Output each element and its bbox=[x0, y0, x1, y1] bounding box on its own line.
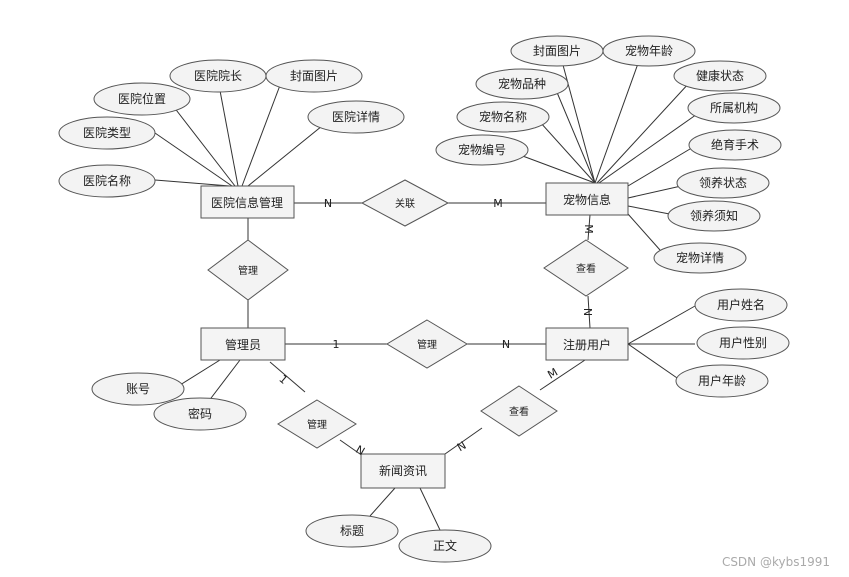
rel-user-news-label: 查看 bbox=[509, 405, 529, 418]
attr-user-gender: 用户性别 bbox=[696, 326, 790, 360]
svg-text:宠物品种: 宠物品种 bbox=[498, 76, 546, 91]
svg-text:宠物详情: 宠物详情 bbox=[676, 250, 724, 265]
svg-text:用户性别: 用户性别 bbox=[719, 335, 767, 350]
entity-user: 注册用户 bbox=[545, 327, 629, 361]
entity-admin-label: 管理员 bbox=[225, 337, 261, 352]
entity-news-label: 新闻资讯 bbox=[379, 463, 427, 478]
attr-pet-org: 所属机构 bbox=[687, 92, 781, 124]
attr-pet-name: 宠物名称 bbox=[456, 101, 550, 133]
rel-user-pet: 查看 bbox=[543, 239, 629, 297]
svg-text:封面图片: 封面图片 bbox=[290, 69, 338, 83]
svg-text:账号: 账号 bbox=[126, 382, 150, 396]
attr-news-body: 正文 bbox=[398, 529, 492, 563]
entity-hospital: 医院信息管理 bbox=[200, 185, 295, 219]
svg-text:医院详情: 医院详情 bbox=[332, 109, 380, 124]
attr-pet-adopt-notice: 领养须知 bbox=[667, 200, 761, 232]
svg-text:用户年龄: 用户年龄 bbox=[698, 373, 746, 388]
attr-pet-id: 宠物编号 bbox=[435, 134, 529, 166]
rel-admin-news: 管理 bbox=[277, 399, 357, 449]
card-admin-user-left: 1 bbox=[333, 338, 340, 351]
attr-pet-breed: 宠物品种 bbox=[475, 68, 569, 100]
attr-pet-neutered: 绝育手术 bbox=[688, 129, 782, 161]
rel-user-news: 查看 bbox=[480, 385, 558, 437]
attr-user-age: 用户年龄 bbox=[675, 364, 769, 398]
card-admin-news-top: 1 bbox=[276, 372, 290, 386]
attr-admin-password: 密码 bbox=[153, 397, 247, 431]
rel-admin-news-label: 管理 bbox=[307, 418, 327, 431]
svg-text:正文: 正文 bbox=[433, 538, 457, 553]
card-user-pet-top: M bbox=[582, 224, 595, 234]
svg-text:用户姓名: 用户姓名 bbox=[717, 297, 765, 312]
attr-news-title: 标题 bbox=[305, 514, 399, 548]
svg-text:医院类型: 医院类型 bbox=[83, 126, 131, 140]
attr-hospital-type: 医院类型 bbox=[58, 116, 156, 150]
entity-pet-label: 宠物信息 bbox=[563, 192, 611, 207]
rel-hospital-pet: 关联 bbox=[360, 179, 450, 227]
watermark-text: CSDN @kybs1991 bbox=[722, 555, 830, 569]
attr-pet-adopt-status: 领养状态 bbox=[676, 167, 770, 199]
entity-user-label: 注册用户 bbox=[563, 337, 611, 352]
svg-text:领养状态: 领养状态 bbox=[699, 175, 747, 190]
card-user-news-bottom: N bbox=[455, 439, 469, 454]
entity-news: 新闻资讯 bbox=[360, 453, 446, 489]
svg-text:所属机构: 所属机构 bbox=[710, 100, 758, 115]
svg-text:宠物年龄: 宠物年龄 bbox=[625, 43, 673, 58]
attr-hospital-cover: 封面图片 bbox=[265, 59, 363, 93]
attr-user-name: 用户姓名 bbox=[694, 288, 788, 322]
svg-text:医院院长: 医院院长 bbox=[194, 69, 242, 83]
svg-text:封面图片: 封面图片 bbox=[533, 44, 581, 58]
attr-pet-age: 宠物年龄 bbox=[602, 35, 696, 67]
connector-lines bbox=[154, 53, 701, 531]
card-user-pet-bottom: N bbox=[581, 308, 594, 316]
svg-text:标题: 标题 bbox=[340, 524, 364, 538]
attr-hospital-detail: 医院详情 bbox=[307, 100, 405, 134]
card-user-news-top: M bbox=[545, 366, 560, 382]
svg-text:健康状态: 健康状态 bbox=[696, 68, 744, 83]
svg-text:医院位置: 医院位置 bbox=[118, 91, 166, 106]
rel-user-pet-label: 查看 bbox=[576, 262, 596, 275]
svg-text:医院名称: 医院名称 bbox=[83, 173, 131, 188]
rel-admin-hospital: 管理 bbox=[207, 239, 289, 301]
attr-hospital-director: 医院院长 bbox=[169, 59, 267, 93]
svg-text:密码: 密码 bbox=[188, 406, 212, 421]
rel-admin-user-label: 管理 bbox=[417, 338, 437, 351]
attr-hospital-name: 医院名称 bbox=[58, 164, 156, 198]
rel-admin-hospital-label: 管理 bbox=[238, 264, 258, 277]
card-hospital-pet-left: N bbox=[324, 197, 332, 210]
attr-pet-detail: 宠物详情 bbox=[653, 242, 747, 274]
attr-pet-cover: 封面图片 bbox=[510, 35, 604, 67]
entity-admin: 管理员 bbox=[200, 327, 286, 361]
svg-text:领养须知: 领养须知 bbox=[690, 208, 738, 223]
svg-text:绝育手术: 绝育手术 bbox=[711, 137, 759, 152]
svg-text:宠物编号: 宠物编号 bbox=[458, 142, 506, 157]
attr-hospital-location: 医院位置 bbox=[93, 82, 191, 116]
attr-pet-health: 健康状态 bbox=[673, 60, 767, 92]
svg-text:宠物名称: 宠物名称 bbox=[479, 109, 527, 124]
rel-admin-user: 管理 bbox=[386, 319, 468, 369]
card-admin-user-right: N bbox=[502, 338, 510, 351]
card-hospital-pet-right: M bbox=[493, 197, 503, 210]
attr-admin-account: 账号 bbox=[91, 372, 185, 406]
entity-hospital-label: 医院信息管理 bbox=[211, 195, 283, 210]
entity-pet: 宠物信息 bbox=[545, 182, 629, 216]
rel-hospital-pet-label: 关联 bbox=[395, 197, 415, 210]
